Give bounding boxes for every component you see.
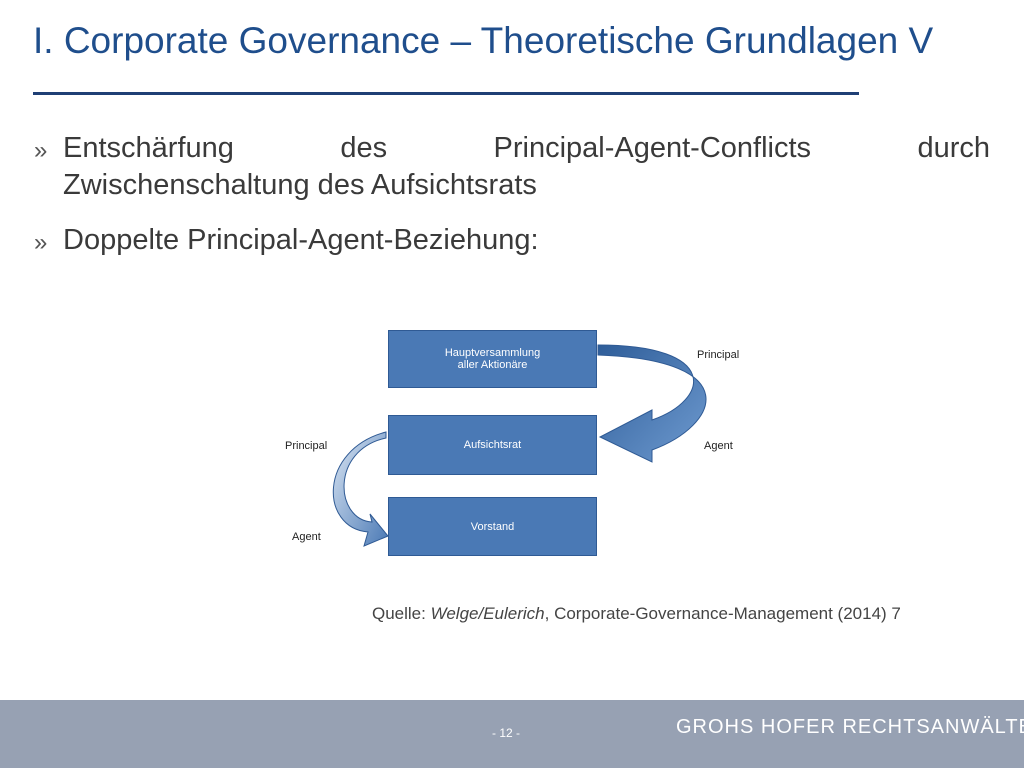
source-citation: Quelle: Welge/Eulerich, Corporate-Govern… xyxy=(372,604,992,624)
box-vorstand-label: Vorstand xyxy=(470,520,515,533)
label-right-principal: Principal xyxy=(697,349,740,361)
bullet-item-1: » Entschärfung des Principal-Agent-Confl… xyxy=(30,130,990,204)
bullet-item-2: » Doppelte Principal-Agent-Beziehung: xyxy=(30,222,990,259)
left-curved-arrow xyxy=(332,431,389,547)
brand-logo-text: GROHS HOFER RECHTSANWÄLTE xyxy=(676,716,1024,738)
source-rest: , Corporate-Governance-Management (2014)… xyxy=(544,604,901,623)
bullet-mark: » xyxy=(34,137,48,164)
bullet-mark: » xyxy=(34,229,48,256)
box-aufsichtsrat-label: Aufsichtsrat xyxy=(463,439,522,451)
box-aufsichtsrat: Aufsichtsrat xyxy=(388,415,597,475)
bullet-list: » Entschärfung des Principal-Agent-Confl… xyxy=(30,130,990,259)
bullet-1-line-2: Zwischenschaltung des Aufsichtsrats xyxy=(63,169,537,201)
box-hauptversammlung-line-2: aller Aktionäre xyxy=(457,359,528,371)
box-hauptversammlung-line-1: Hauptversammlung xyxy=(444,347,541,359)
source-prefix: Quelle: xyxy=(372,604,431,623)
box-hauptversammlung: Hauptversammlung aller Aktionäre xyxy=(388,330,597,388)
footer-bar xyxy=(0,700,1024,768)
title-underline xyxy=(33,92,859,95)
slide-title: I. Corporate Governance – Theoretische G… xyxy=(33,20,934,61)
right-curved-arrow xyxy=(597,344,707,463)
bullet-1-line-1: Entschärfung des Principal-Agent-Conflic… xyxy=(63,132,990,164)
box-vorstand: Vorstand xyxy=(388,497,597,556)
source-authors: Welge/Eulerich xyxy=(430,604,545,623)
label-left-principal: Principal xyxy=(285,440,328,452)
bullet-2-text: Doppelte Principal-Agent-Beziehung: xyxy=(63,224,539,256)
page-number: - 12 - xyxy=(492,726,521,740)
label-left-agent: Agent xyxy=(292,531,321,543)
label-right-agent: Agent xyxy=(704,440,733,452)
